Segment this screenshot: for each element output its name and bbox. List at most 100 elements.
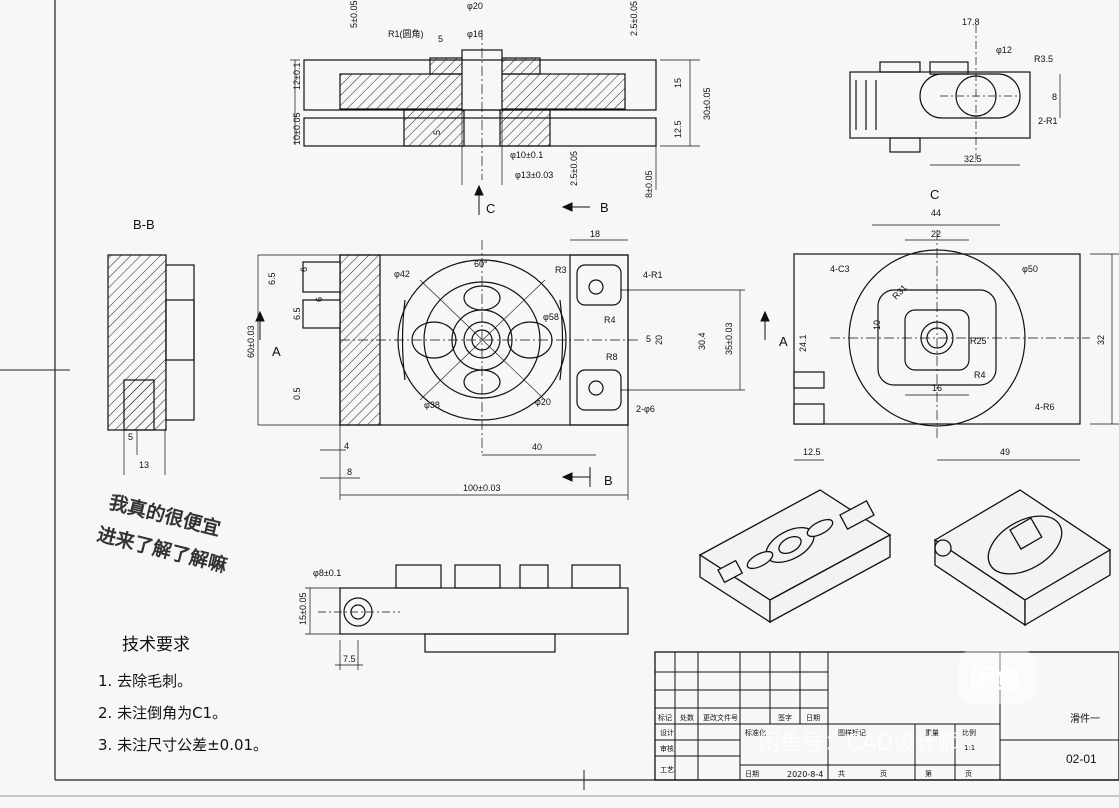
- watermark-text: 闲鱼号：CAD设计师: [758, 731, 959, 756]
- dim-text: φ42: [394, 269, 410, 279]
- dim-text: R3: [555, 265, 567, 275]
- tb-part-name: 滑件一: [1070, 713, 1100, 725]
- bottom-view: [305, 564, 629, 670]
- dim-text: R31: [890, 283, 909, 302]
- dim-text: 7.5: [343, 654, 356, 664]
- tb-bottom-cell: 页: [880, 770, 887, 778]
- tb-header-cell: 标记: [658, 713, 672, 722]
- dim-text: 2-R1: [1038, 116, 1058, 126]
- dim-text: 2.5±0.05: [569, 151, 579, 186]
- dim-text: 12.5: [673, 120, 683, 138]
- dim-text: φ20: [535, 397, 551, 407]
- dim-text: R25: [970, 336, 987, 346]
- dim-text: R8: [606, 352, 618, 362]
- dim-text: 15: [673, 78, 683, 88]
- dim-text: 44: [931, 208, 941, 218]
- dim-text: 5: [646, 334, 651, 344]
- dim-text: φ12: [996, 45, 1012, 55]
- dim-text: φ10±0.1: [510, 150, 543, 160]
- section-label-bb: B-B: [133, 217, 155, 232]
- isometric-view-1: [698, 489, 892, 624]
- view-label-a: A: [779, 334, 788, 349]
- view-label-c: C: [486, 201, 495, 216]
- dim-text: 60±0.03: [246, 326, 256, 358]
- tech-req-item: 1. 去除毛刺。: [98, 672, 192, 690]
- title-block: [654, 651, 1119, 781]
- right-view: [793, 224, 1119, 461]
- dim-text: 8: [1052, 92, 1057, 102]
- dim-text: 0.5: [292, 387, 302, 400]
- dim-text: 22: [931, 229, 941, 239]
- tb-header-cell: 日期: [806, 714, 820, 722]
- dim-text: 4-C3: [830, 264, 850, 274]
- front-view: [257, 239, 745, 500]
- dim-text: 4-R1: [643, 270, 663, 280]
- dim-text: 16: [932, 383, 942, 393]
- view-arrows: [255, 184, 770, 487]
- dim-text: 5±0.05: [349, 1, 359, 28]
- dim-text: φ16: [467, 29, 483, 39]
- tb-drawing-no: 02-01: [1066, 752, 1097, 766]
- dim-text: 24.1: [798, 334, 808, 352]
- view-label-b: B: [600, 200, 609, 215]
- dim-text: 32: [1096, 335, 1106, 345]
- dim-text: 4: [344, 441, 349, 451]
- dim-text: 18: [590, 229, 600, 239]
- dim-text: R4: [604, 315, 616, 325]
- dim-text: φ13±0.03: [515, 170, 553, 180]
- view-c-dims: 17.8 φ12 R3.5 8 2-R1 32.5: [962, 17, 1058, 164]
- tb-header-cell: 处数: [680, 713, 694, 722]
- dim-text: φ38: [424, 400, 440, 410]
- dim-text: 8: [347, 467, 352, 477]
- dim-text: 2-φ6: [636, 404, 655, 414]
- tb-row-label: 工艺: [660, 766, 674, 774]
- dim-text: 10: [872, 320, 882, 330]
- dim-text: 8±0.05: [644, 171, 654, 198]
- watermark: 闲鱼 闲鱼号：CAD设计师: [758, 650, 1036, 756]
- dim-text: 6.5: [267, 272, 277, 285]
- tech-req-item: 3. 未注尺寸公差±0.01。: [98, 736, 268, 754]
- view-label-c-title: C: [930, 187, 939, 202]
- front-view-dims: 18 60° R3 4-R1 φ42 φ58 R4 R8 20 5 30.4 3…: [246, 229, 734, 493]
- dim-text: φ8±0.1: [313, 568, 341, 578]
- dim-text: 12.5: [803, 447, 821, 457]
- view-c: [849, 25, 1061, 166]
- tb-header-cell: 签字: [778, 713, 792, 722]
- top-section-view: [290, 30, 700, 190]
- tb-row-label: 设计: [660, 728, 674, 737]
- tb-date: 2020-8-4: [787, 770, 823, 779]
- tb-row-label: 审核: [660, 744, 674, 753]
- dim-text: 20: [654, 335, 664, 345]
- tb-header-cell: 更改文件号: [703, 713, 738, 722]
- dim-text: 4-R6: [1035, 402, 1055, 412]
- dim-text: R3.5: [1034, 54, 1053, 64]
- dim-text: 5: [432, 130, 442, 135]
- section-bb-view: [107, 254, 195, 475]
- promo-text: 我真的很便宜 进来了解了解嘛: [95, 491, 230, 577]
- dim-text: φ58: [543, 312, 559, 322]
- dim-text: 100±0.03: [463, 483, 500, 493]
- dim-text: 35±0.03: [724, 323, 734, 355]
- view-label-a: A: [272, 344, 281, 359]
- dim-text: 32.5: [964, 154, 982, 164]
- tb-mid-label: 重量: [925, 729, 939, 737]
- tb-bottom-cell: 第: [925, 769, 932, 778]
- tb-mid-label: 标准化: [745, 728, 766, 737]
- dim-text: 30.4: [697, 332, 707, 350]
- dim-text: 5: [128, 432, 133, 442]
- dim-text: 6: [299, 267, 309, 272]
- watermark-logo: 闲鱼: [970, 665, 1022, 695]
- dim-text: 40: [532, 442, 542, 452]
- tb-mid-label: 图样标记: [838, 728, 866, 737]
- tb-scale: 1:1: [964, 744, 975, 752]
- tech-req-item: 2. 未注倒角为C1。: [98, 704, 227, 722]
- dim-text: R1(圆角): [388, 28, 424, 39]
- tb-bottom-cell: 页: [965, 770, 972, 778]
- tech-req-title: 技术要求: [122, 635, 190, 655]
- isometric-view-2: [933, 489, 1112, 627]
- dim-text: φ20: [467, 1, 483, 11]
- title-block-text: 标记 处数 更改文件号 签字 日期 设计 审核 工艺 标准化 图样标记 重量 比…: [658, 713, 1100, 779]
- dim-text: 60°: [474, 259, 488, 269]
